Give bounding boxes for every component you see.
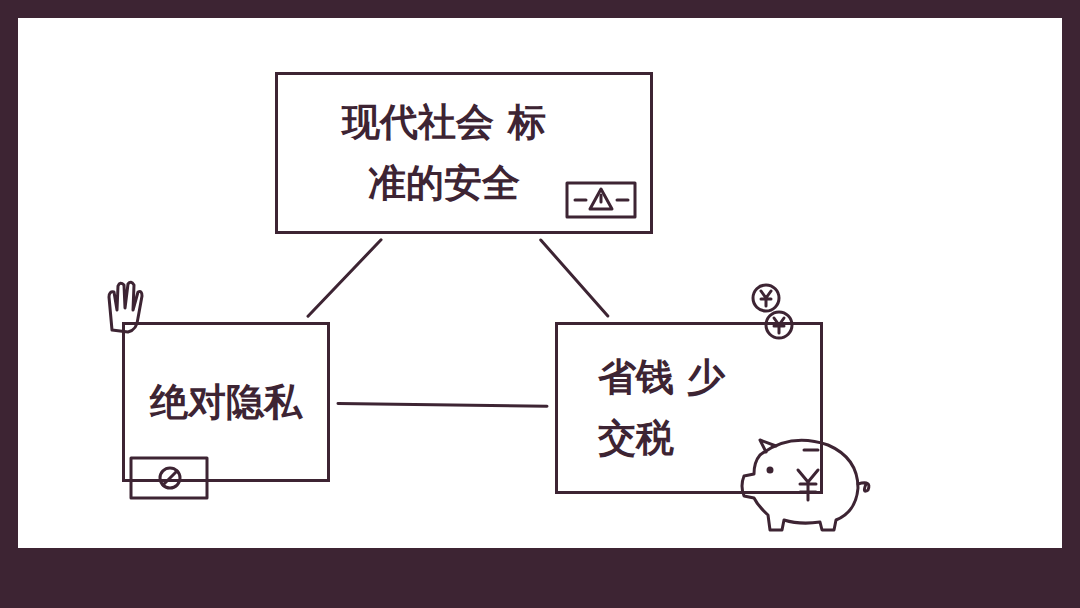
connector-line <box>338 403 547 406</box>
box-label: 绝对隐私 <box>150 372 302 433</box>
box-label: 省钱 少交税 <box>598 347 735 469</box>
box-label: 现代社会 标准的安全 <box>341 92 546 214</box>
concept-box: 现代社会 标准的安全 <box>275 72 653 234</box>
prohibited-icon <box>131 458 207 498</box>
concept-box: 省钱 少交税 <box>555 322 823 494</box>
connector-line <box>541 240 608 316</box>
coins-icon <box>753 285 792 338</box>
warning-icon <box>567 183 635 217</box>
connector-line <box>308 240 381 316</box>
concept-box: 绝对隐私 <box>122 322 330 482</box>
piggy-bank-icon <box>742 440 869 530</box>
